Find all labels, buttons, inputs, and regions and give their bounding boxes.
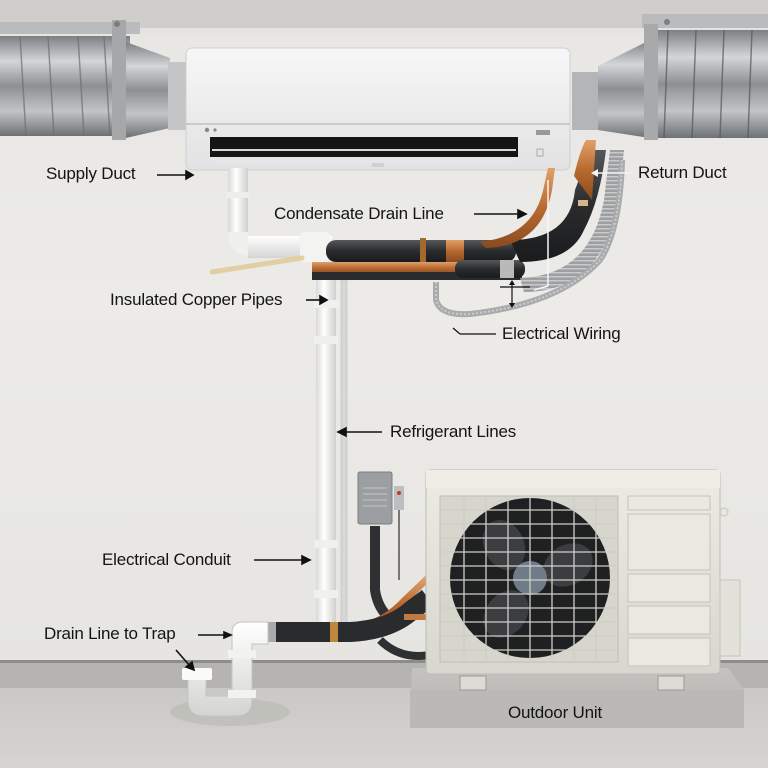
concrete-pad	[410, 668, 744, 728]
disconnect-box	[357, 471, 404, 580]
label-electrical-wiring: Electrical Wiring	[502, 324, 621, 343]
label-outdoor-unit: Outdoor Unit	[508, 703, 602, 722]
label-supply-duct: Supply Duct	[46, 164, 136, 183]
label-refrigerant-lines: Refrigerant Lines	[390, 422, 517, 441]
outdoor-unit	[425, 469, 741, 675]
outdoor-line-set	[250, 526, 434, 660]
p-trap	[182, 621, 269, 717]
label-electrical-conduit: Electrical Conduit	[102, 550, 231, 569]
line-set	[312, 140, 625, 318]
label-return-duct: Return Duct	[638, 163, 727, 182]
label-condensate-drain-line: Condensate Drain Line	[274, 204, 444, 223]
label-arrows	[157, 169, 632, 672]
indoor-unit	[185, 47, 571, 171]
label-drain-line-to-trap: Drain Line to Trap	[44, 624, 176, 643]
wood-dowel	[209, 255, 305, 275]
refrigerant-tube	[340, 279, 348, 625]
supply-duct	[0, 20, 186, 140]
condensate-pipe	[226, 168, 338, 624]
label-insulated-copper-pipes: Insulated Copper Pipes	[110, 290, 283, 309]
return-duct	[572, 14, 768, 140]
